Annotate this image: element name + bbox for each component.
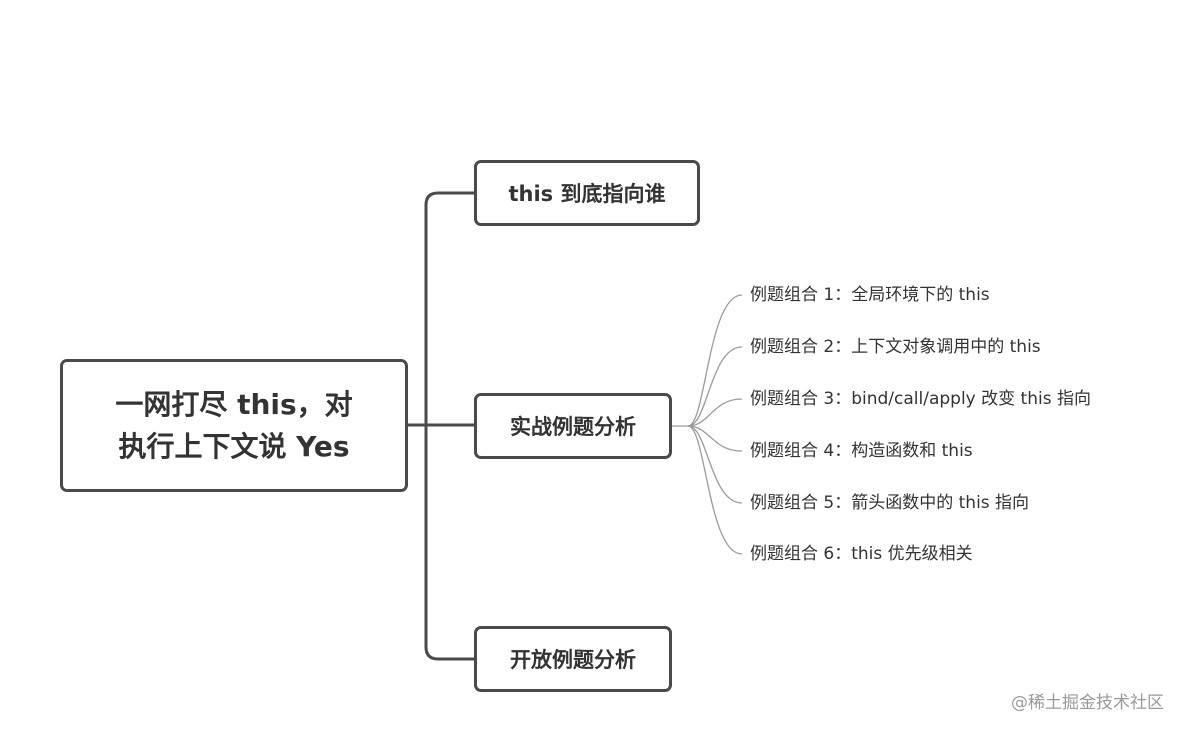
- subtopic-example-6[interactable]: 例题组合 6：this 优先级相关: [750, 544, 973, 564]
- leaf-connector-1: [672, 294, 743, 427]
- subtopic-example-2[interactable]: 例题组合 2：上下文对象调用中的 this: [750, 337, 1041, 357]
- trunk-to-branch-3: [424, 423, 476, 661]
- leaf-connector-4: [687, 425, 743, 452]
- branch-open-examples[interactable]: 开放例题分析: [474, 626, 672, 692]
- branch-this-target[interactable]: this 到底指向谁: [474, 160, 700, 226]
- branch-practice-examples[interactable]: 实战例题分析: [474, 393, 672, 459]
- leaf-connector-3: [687, 398, 743, 427]
- watermark: @稀土掘金技术社区: [1011, 693, 1164, 713]
- leaf-connector-5: [687, 425, 743, 504]
- subtopic-example-5[interactable]: 例题组合 5：箭头函数中的 this 指向: [750, 493, 1030, 513]
- root-topic-line-1: 一网打尽 this，对: [115, 387, 353, 421]
- root-topic-line-2: 执行上下文说 Yes: [118, 429, 350, 463]
- leaf-connector-6: [687, 425, 743, 555]
- subtopic-example-3[interactable]: 例题组合 3：bind/call/apply 改变 this 指向: [750, 389, 1091, 409]
- leaf-connector-2: [687, 346, 743, 427]
- branch-label: this 到底指向谁: [508, 182, 666, 206]
- subtopic-example-1[interactable]: 例题组合 1：全局环境下的 this: [750, 285, 990, 305]
- root-topic[interactable]: 一网打尽 this，对 执行上下文说 Yes: [60, 359, 408, 492]
- branch-label: 开放例题分析: [510, 648, 636, 672]
- subtopic-example-4[interactable]: 例题组合 4：构造函数和 this: [750, 441, 973, 461]
- branch-label: 实战例题分析: [510, 415, 636, 439]
- trunk-to-branch-1: [424, 191, 476, 427]
